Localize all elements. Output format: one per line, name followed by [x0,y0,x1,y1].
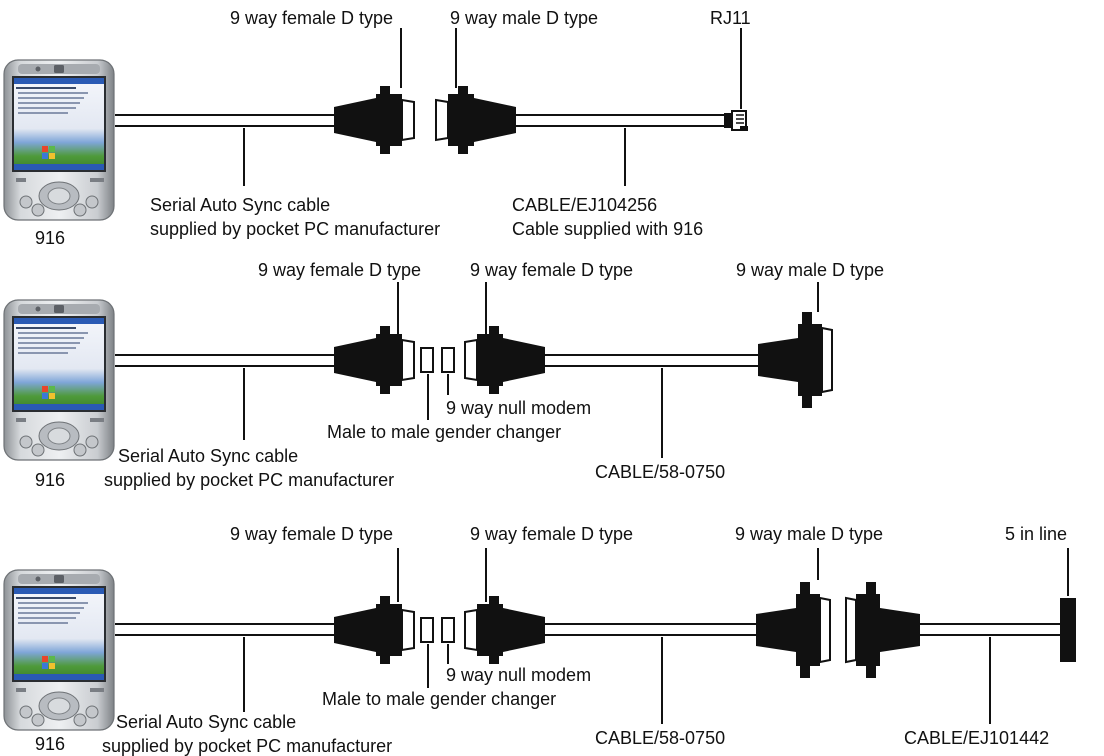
null-modem-icon [441,347,455,373]
gender-changer-label: Male to male gender changer [327,422,561,442]
female-connector-2-label: 9 way female D type [470,260,633,280]
row-1: 916 9 way female D type 9 way male D typ… [3,8,751,248]
male-d-connector-icon [755,581,831,679]
row-3: 916 9 way female D type 9 way female D t… [3,524,1076,756]
female-connector-1-label: 9 way female D type [230,524,393,544]
null-modem-icon [441,617,455,643]
male-connector-label: 9 way male D type [736,260,884,280]
inline-connector-icon [1060,598,1076,662]
gender-changer-icon [420,347,434,373]
male-connector-label: 9 way male D type [450,8,598,28]
female-d-connector-icon [333,85,415,155]
female-d-connector-icon [845,581,921,679]
cable-part-label: CABLE/EJ104256 [512,195,657,215]
cable-part-sublabel: Cable supplied with 916 [512,219,703,239]
cable-part-label: CABLE/EJ101442 [904,728,1049,748]
female-d-connector-icon [464,595,546,665]
row-2: 916 9 way female D type 9 way female D t… [3,260,884,490]
female-d-connector-icon [464,325,546,395]
device-label: 916 [35,734,65,754]
inline-connector-label: 5 in line [1005,524,1067,544]
rj11-plug-icon [724,110,748,131]
null-modem-label: 9 way null modem [446,665,591,685]
cable-part-label: CABLE/58-0750 [595,728,725,748]
female-connector-2-label: 9 way female D type [470,524,633,544]
male-d-connector-icon [435,85,517,155]
male-d-connector-icon [757,311,833,409]
female-d-connector-icon [333,595,415,665]
female-connector-1-label: 9 way female D type [258,260,421,280]
male-connector-label: 9 way male D type [735,524,883,544]
rj11-label: RJ11 [710,8,751,28]
pda-device-icon [3,299,115,461]
female-connector-label: 9 way female D type [230,8,393,28]
female-d-connector-icon [333,325,415,395]
gender-changer-label: Male to male gender changer [322,689,556,709]
sync-cable-sublabel: supplied by pocket PC manufacturer [102,736,392,756]
sync-cable-sublabel: supplied by pocket PC manufacturer [104,470,394,490]
device-label: 916 [35,470,65,490]
sync-cable-label: Serial Auto Sync cable [118,446,298,466]
pda-device-icon [3,59,115,221]
sync-cable-label: Serial Auto Sync cable [150,195,330,215]
gender-changer-icon [420,617,434,643]
pda-device-icon [3,569,115,731]
sync-cable-label: Serial Auto Sync cable [116,712,296,732]
device-label: 916 [35,228,65,248]
null-modem-label: 9 way null modem [446,398,591,418]
sync-cable-sublabel: supplied by pocket PC manufacturer [150,219,440,239]
cable-part-label: CABLE/58-0750 [595,462,725,482]
